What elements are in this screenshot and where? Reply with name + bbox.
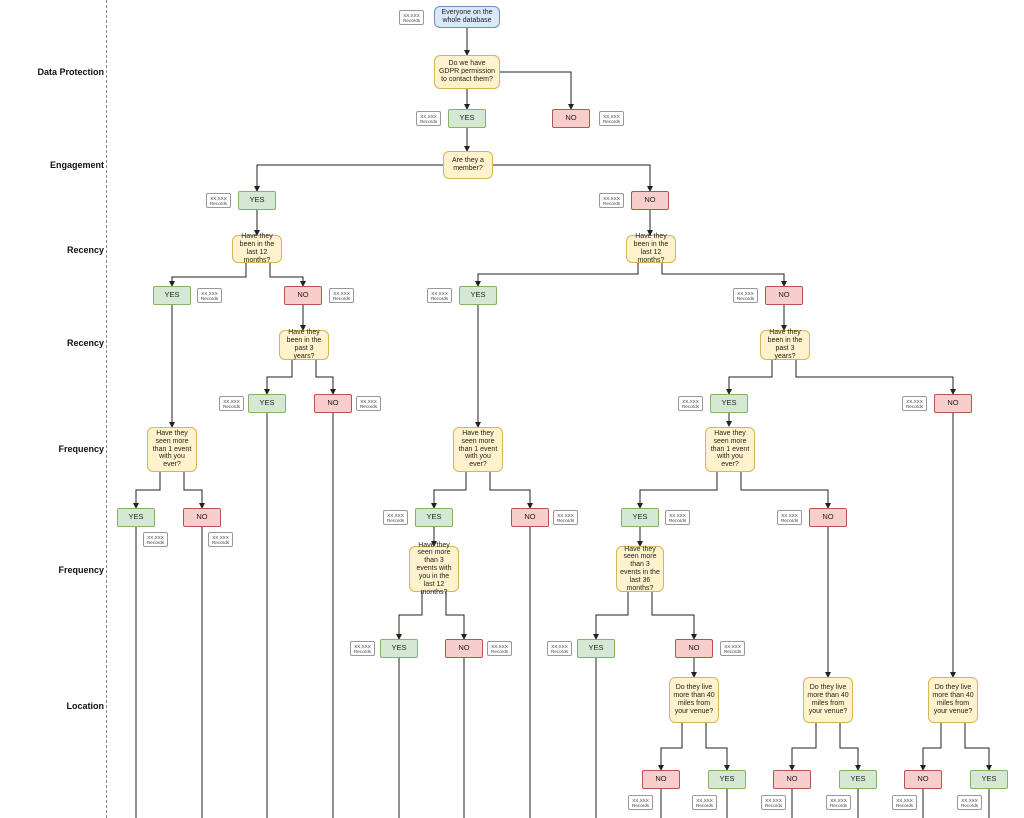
yes-node: YES <box>621 508 659 527</box>
yes-node: YES <box>459 286 497 305</box>
yes-node: YES <box>248 394 286 413</box>
stage-label-frequency: Frequency <box>58 565 104 575</box>
yes-node: YES <box>839 770 877 789</box>
stage-label-frequency: Frequency <box>58 444 104 454</box>
recency-12-months-question-node: Have they been in the last 12 months? <box>232 233 282 264</box>
no-node: NO <box>631 191 669 210</box>
stage-label-recency: Recency <box>66 338 104 348</box>
yes-node: YES <box>710 394 748 413</box>
no-node: NO <box>642 770 680 789</box>
location-40-miles-question-node: Do they live more than 40 miles from you… <box>669 677 719 723</box>
yes-node: YES <box>970 770 1008 789</box>
yes-node: YES <box>117 508 155 527</box>
stage-divider <box>106 0 107 818</box>
stage-label-recency: Recency <box>66 245 104 255</box>
gdpr-question-node: Do we have GDPR permission to contact th… <box>434 55 500 89</box>
yes-node: YES <box>238 191 276 210</box>
no-node: NO <box>552 109 590 128</box>
frequency-1-event-question-node: Have they seen more than 1 event with yo… <box>453 427 503 472</box>
no-node: NO <box>904 770 942 789</box>
no-node: NO <box>183 508 221 527</box>
yes-node: YES <box>448 109 486 128</box>
no-node: NO <box>773 770 811 789</box>
no-node: NO <box>934 394 972 413</box>
recency-3-years-question-node: Have they been in the past 3 years? <box>760 329 810 360</box>
start-node: Everyone on the whole database <box>434 6 500 28</box>
yes-node: YES <box>153 286 191 305</box>
yes-node: YES <box>577 639 615 658</box>
frequency-1-event-question-node: Have they seen more than 1 event with yo… <box>705 427 755 472</box>
yes-node: YES <box>380 639 418 658</box>
yes-node: YES <box>415 508 453 527</box>
no-node: NO <box>765 286 803 305</box>
recency-12-months-question-node: Have they been in the last 12 months? <box>626 233 676 264</box>
stage-label-data-protection: Data Protection <box>37 67 104 77</box>
frequency-3-events-12-months-question-node: Have they seen more than 3 events with y… <box>409 542 459 596</box>
no-node: NO <box>511 508 549 527</box>
stage-label-engagement: Engagement <box>49 160 104 170</box>
yes-node: YES <box>708 770 746 789</box>
no-node: NO <box>809 508 847 527</box>
location-40-miles-question-node: Do they live more than 40 miles from you… <box>928 677 978 723</box>
member-question-node: Are they a member? <box>443 151 493 179</box>
location-40-miles-question-node: Do they live more than 40 miles from you… <box>803 677 853 723</box>
no-node: NO <box>445 639 483 658</box>
no-node: NO <box>675 639 713 658</box>
no-node: NO <box>314 394 352 413</box>
no-node: NO <box>284 286 322 305</box>
stage-label-location: Location <box>66 701 105 711</box>
frequency-3-events-36-months-question-node: Have they seen more than 3 events in the… <box>616 546 664 592</box>
recency-3-years-question-node: Have they been in the past 3 years? <box>279 329 329 360</box>
frequency-1-event-question-node: Have they seen more than 1 event with yo… <box>147 427 197 472</box>
